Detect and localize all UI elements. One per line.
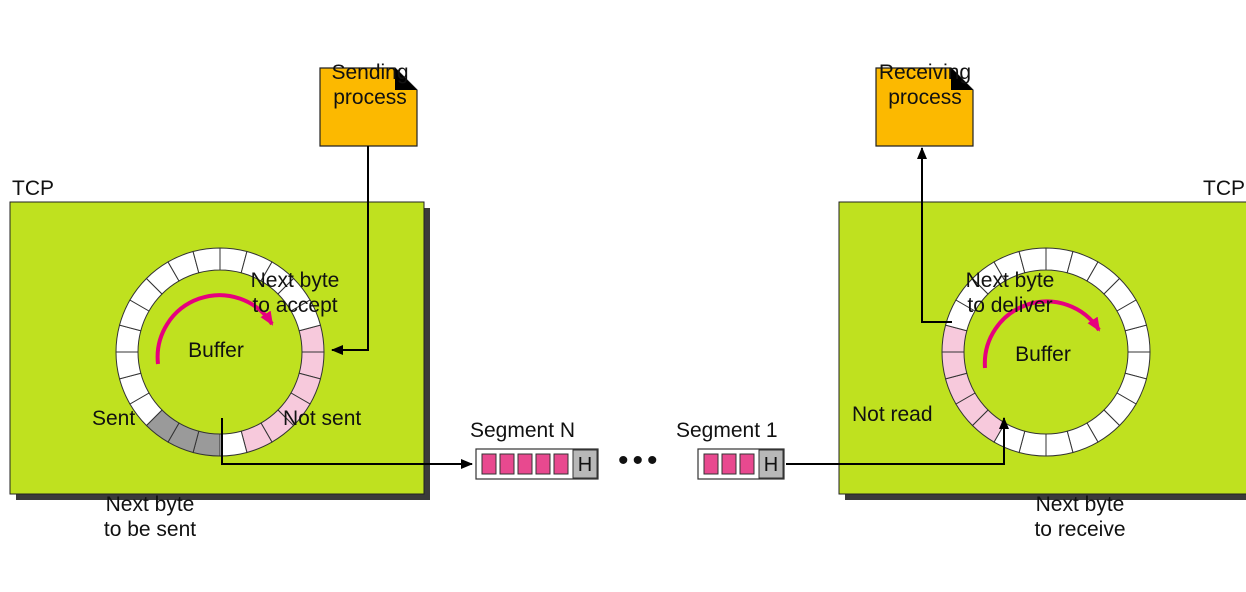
sender-circular-buffer <box>115 247 325 457</box>
segment-n-label: Segment N <box>470 419 576 442</box>
segment-1-header-box <box>758 449 784 479</box>
segment-1: H <box>697 448 785 480</box>
deliver-arrow <box>917 147 952 323</box>
sent-label: Sent <box>92 407 136 430</box>
receiver-circular-buffer <box>941 247 1151 457</box>
segment-1-data-byte <box>721 453 737 475</box>
receiver-tcp-label: TCP <box>1203 177 1245 200</box>
accept-arrow <box>331 146 369 355</box>
segment-n-data-byte <box>481 453 497 475</box>
sender-buffer-label: Buffer <box>188 339 244 362</box>
segment-n-data-byte <box>499 453 515 475</box>
segment-1-header-label: H <box>764 454 778 476</box>
segment-n-data-byte <box>517 453 533 475</box>
receiver-rotation-arrow <box>982 299 1101 369</box>
send-arrow <box>221 418 473 469</box>
ellipsis: ••• <box>618 444 662 477</box>
receiving-process-file-icon <box>875 67 974 147</box>
sending-process-file-icon <box>319 67 418 147</box>
not-sent-label: Not sent <box>283 407 362 430</box>
sender-rotation-arrow <box>155 293 274 365</box>
segment-n-header-label: H <box>578 454 592 476</box>
diagram-canvas: H H <box>9 67 1246 500</box>
sender-tcp-label: TCP <box>12 177 54 200</box>
receive-arrow <box>786 417 1009 465</box>
segment-1-label: Segment 1 <box>676 419 778 442</box>
sender-buffer-cell <box>290 299 322 332</box>
receiver-buffer-cell <box>1116 299 1148 332</box>
segment-1-data-byte <box>739 453 755 475</box>
segment-n-data-byte <box>553 453 569 475</box>
segment-1-data-byte <box>703 453 719 475</box>
not-read-label: Not read <box>852 403 933 426</box>
segment-n-data-byte <box>535 453 551 475</box>
segment-n: H <box>475 448 599 480</box>
receiver-buffer-label: Buffer <box>1015 343 1071 366</box>
segment-n-header-box <box>572 449 598 479</box>
